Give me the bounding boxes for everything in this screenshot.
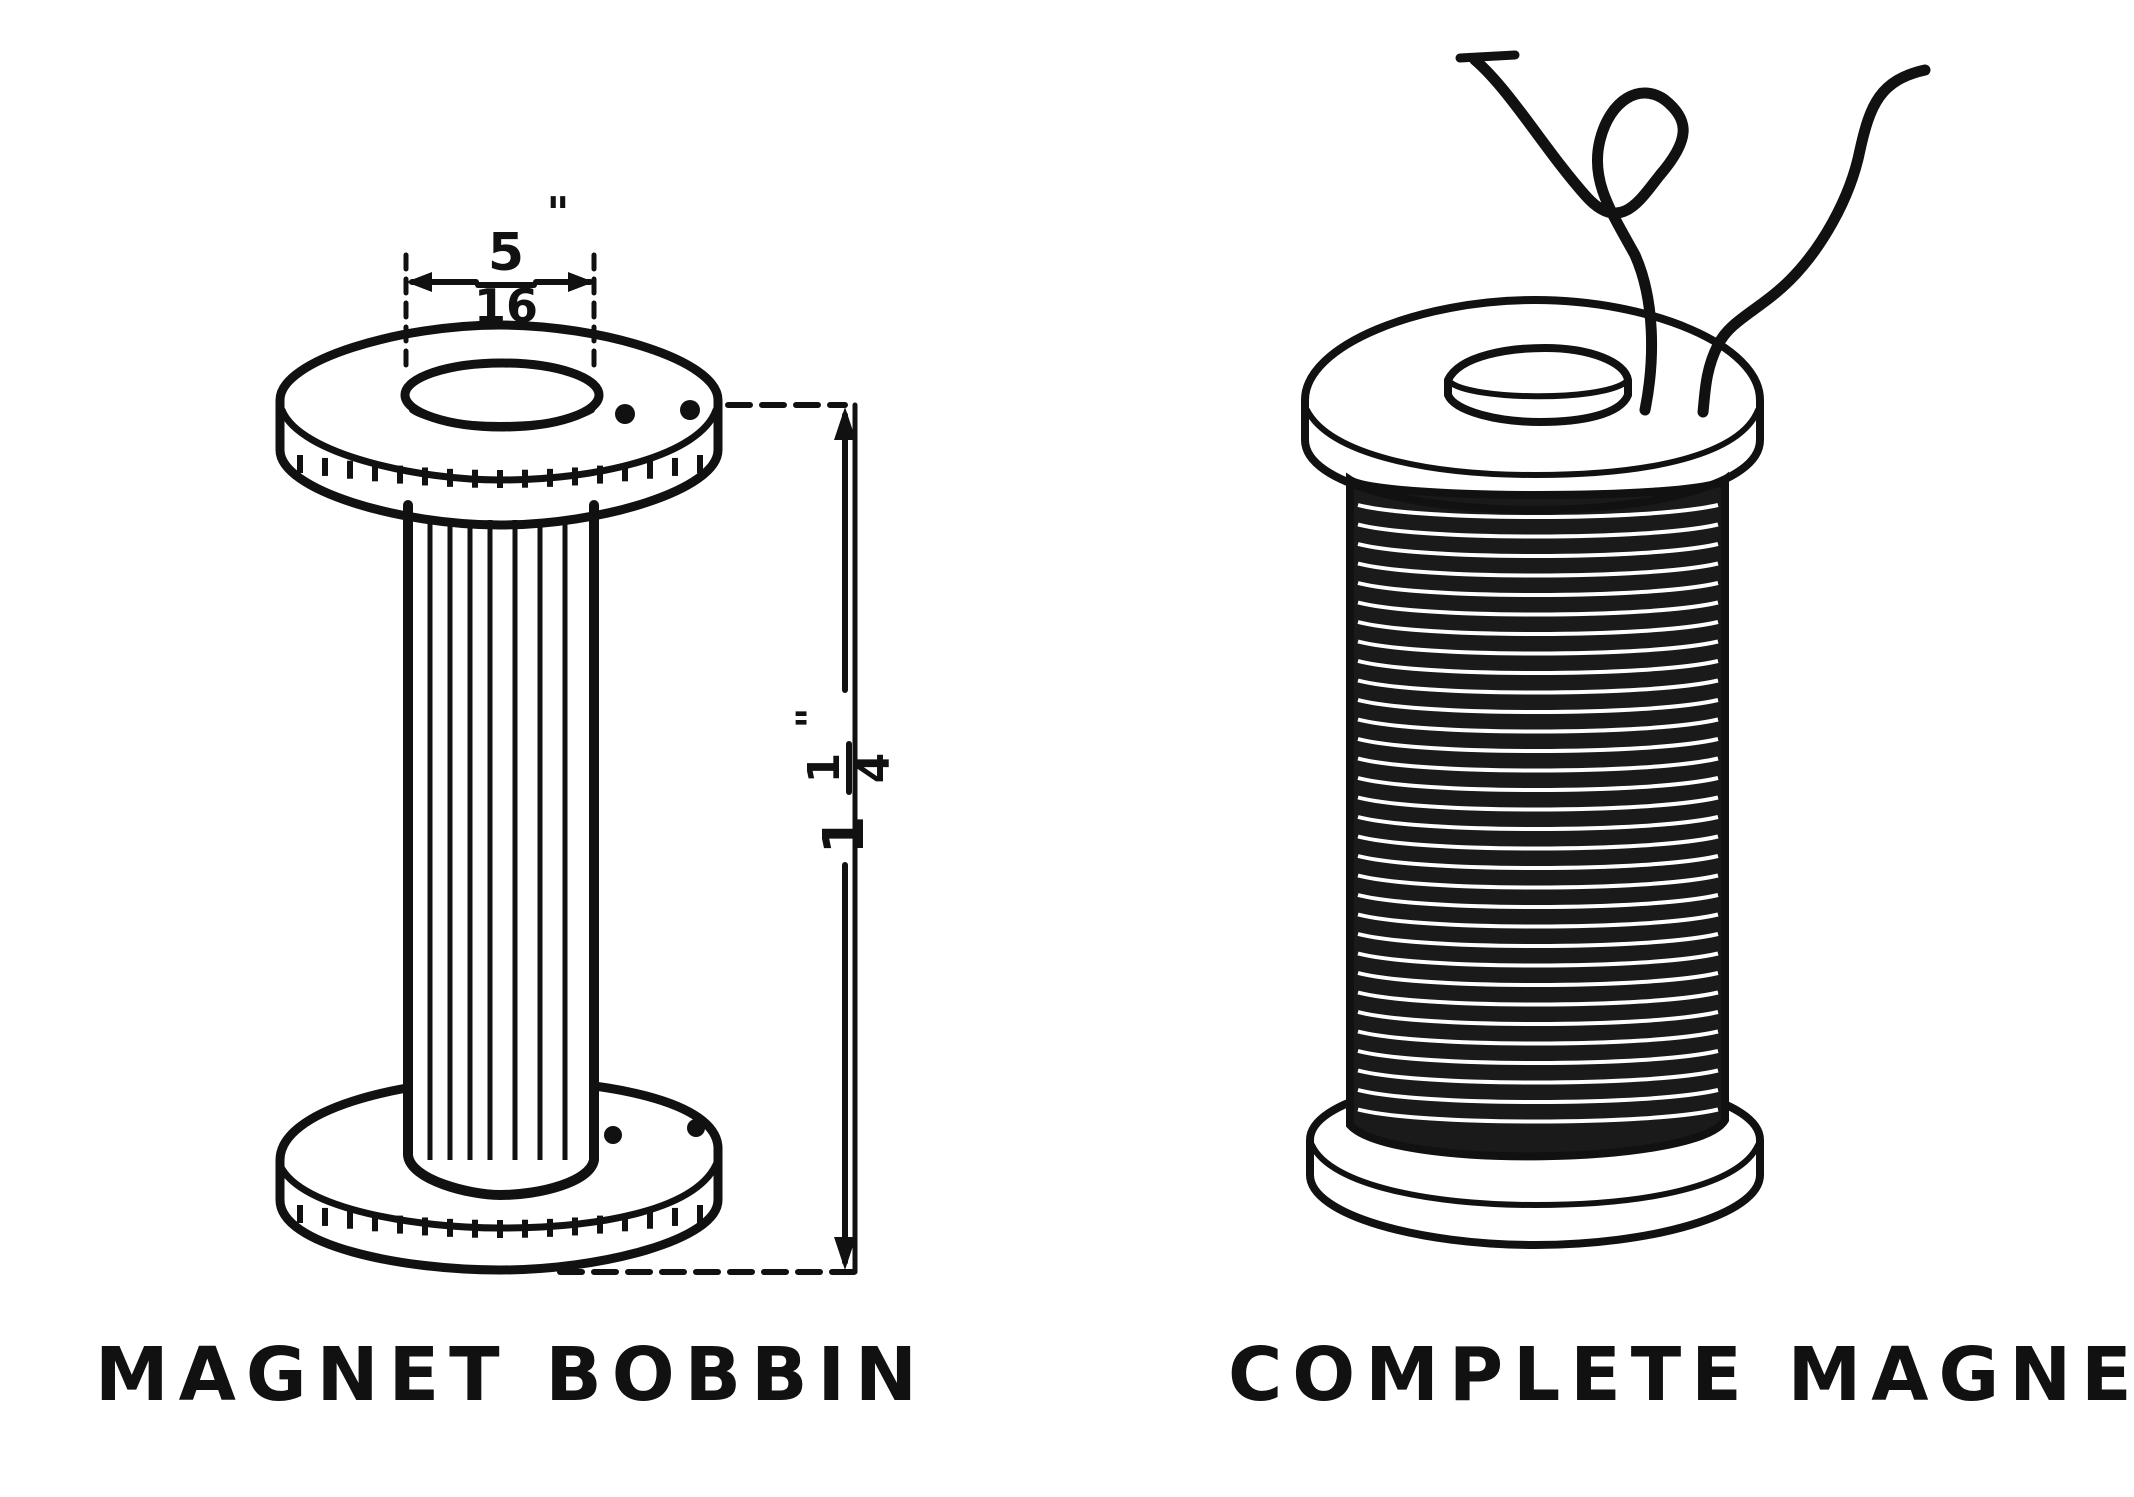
coil-turn: [1357, 951, 1719, 968]
coil-turn: [1357, 1107, 1719, 1124]
height-numerator: 1: [799, 753, 850, 784]
coil-turn: [1357, 698, 1719, 714]
coil-turn: [1357, 620, 1719, 636]
coil-turn: [1357, 854, 1719, 870]
magnet-bobbin-caption: MAGNET BOBBIN: [95, 1332, 927, 1418]
coil-turn: [1357, 912, 1719, 929]
height-inch-mark: ": [789, 708, 835, 729]
complete-magnet-drawing: [1301, 50, 1931, 1249]
coil-turn: [1357, 1049, 1719, 1065]
coil-turn: [1357, 834, 1719, 851]
height-denominator: 4: [849, 753, 900, 784]
magnet-top-flange: [1301, 296, 1764, 514]
bore-numerator: 5: [488, 223, 524, 283]
coil-turn: [1357, 795, 1719, 812]
coil-turn: [1357, 815, 1719, 831]
height-dimension: 1 1 4 ": [557, 402, 900, 1275]
coil-turn: [1357, 971, 1719, 987]
bore-inch-mark: ": [547, 188, 570, 239]
coil-winding: [1346, 471, 1729, 1161]
coil-turn: [1357, 561, 1719, 578]
coil-turn: [1357, 1088, 1719, 1104]
height-whole: 1: [812, 816, 877, 855]
coil-turn: [1357, 1010, 1719, 1026]
bobbin-top-flange: [275, 320, 723, 530]
complete-magnet-caption: COMPLETE MAGNET: [1228, 1332, 2134, 1418]
coil-turn: [1357, 639, 1719, 656]
bobbin-core: [403, 500, 599, 1200]
coil-turn: [1357, 932, 1719, 948]
coil-turn: [1357, 990, 1719, 1007]
magnet-bobbin-drawing: 5 16 " 1 1 4 ": [275, 188, 900, 1275]
lead-wires: [1455, 50, 1931, 418]
coil-turn: [1357, 581, 1719, 597]
coil-turn: [1357, 737, 1719, 753]
coil-turn: [1357, 678, 1719, 695]
coil-turn: [1357, 1068, 1719, 1085]
coil-turn: [1357, 756, 1719, 773]
coil-turn: [1357, 503, 1719, 519]
bore-denominator: 16: [474, 279, 538, 333]
coil-turn: [1357, 873, 1719, 890]
bore-dimension: 5 16 ": [403, 188, 597, 378]
coil-turn: [1357, 600, 1719, 617]
coil-turn: [1357, 776, 1719, 792]
coil-turn: [1357, 717, 1719, 734]
coil-turn: [1357, 659, 1719, 675]
coil-turn: [1357, 1029, 1719, 1046]
coil-turn: [1357, 522, 1719, 539]
coil-turn: [1357, 893, 1719, 909]
coil-turn: [1357, 542, 1719, 558]
